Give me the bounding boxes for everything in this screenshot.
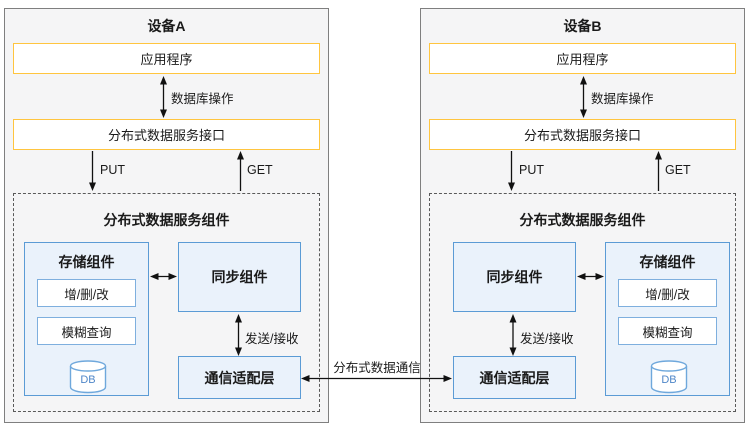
crud-box-a: 增/删/改 <box>37 279 136 307</box>
comm-adapter-box-a: 通信适配层 <box>178 356 301 399</box>
fuzzy-query-label-b: 模糊查询 <box>642 325 693 340</box>
send-receive-label-a: 发送/接收 <box>245 332 299 346</box>
comm-adapter-label-a: 通信适配层 <box>204 369 275 386</box>
data-service-component-title-a: 分布式数据服务组件 <box>103 212 230 228</box>
get-label-a: GET <box>247 163 273 177</box>
application-label-a: 应用程序 <box>140 52 193 67</box>
storage-component-title-a: 存储组件 <box>58 254 115 270</box>
db-cylinder-icon: DB <box>650 360 688 394</box>
crud-box-b: 增/删/改 <box>618 279 717 307</box>
fuzzy-query-box-b: 模糊查询 <box>618 317 717 345</box>
application-box-a: 应用程序 <box>13 43 320 74</box>
data-service-interface-label-b: 分布式数据服务接口 <box>523 128 641 143</box>
comm-adapter-box-b: 通信适配层 <box>453 356 576 399</box>
distributed-link-label: 分布式数据通信 <box>333 361 421 375</box>
data-service-component-box-a: 分布式数据服务组件 存储组件 增/删/改 模糊查询 DB 同步组件 <box>13 193 320 412</box>
put-label-a: PUT <box>100 163 125 177</box>
crud-label-b: 增/删/改 <box>645 287 690 302</box>
db-label-b: DB <box>661 374 676 386</box>
application-box-b: 应用程序 <box>429 43 736 74</box>
put-label-b: PUT <box>519 163 544 177</box>
device-b-title: 设备B <box>563 18 602 34</box>
data-service-interface-box-a: 分布式数据服务接口 <box>13 119 320 150</box>
send-receive-label-b: 发送/接收 <box>520 332 574 346</box>
device-a-panel: 设备A 应用程序 分布式数据服务接口 分布式数据服务组件 存储组件 增/删/改 … <box>4 8 329 423</box>
storage-component-title-b: 存储组件 <box>639 254 696 270</box>
data-service-interface-box-b: 分布式数据服务接口 <box>429 119 736 150</box>
db-label-a: DB <box>80 374 95 386</box>
data-service-component-title-b: 分布式数据服务组件 <box>519 212 646 228</box>
get-label-b: GET <box>665 163 691 177</box>
db-ops-label-a: 数据库操作 <box>171 92 234 106</box>
crud-label-a: 增/删/改 <box>64 287 109 302</box>
sync-component-label-a: 同步组件 <box>211 269 268 285</box>
sync-component-box-a: 同步组件 <box>178 242 301 312</box>
storage-component-box-a: 存储组件 增/删/改 模糊查询 DB <box>24 242 149 396</box>
fuzzy-query-box-a: 模糊查询 <box>37 317 136 345</box>
db-cylinder-icon: DB <box>69 360 107 394</box>
device-b-panel: 设备B 应用程序 分布式数据服务接口 分布式数据服务组件 存储组件 增/删/改 … <box>420 8 745 423</box>
fuzzy-query-label-a: 模糊查询 <box>61 325 112 340</box>
application-label-b: 应用程序 <box>556 52 609 67</box>
comm-adapter-label-b: 通信适配层 <box>479 369 550 386</box>
data-service-component-box-b: 分布式数据服务组件 存储组件 增/删/改 模糊查询 DB 同步组件 <box>429 193 736 412</box>
storage-component-box-b: 存储组件 增/删/改 模糊查询 DB <box>605 242 730 396</box>
sync-component-label-b: 同步组件 <box>486 269 543 285</box>
db-ops-label-b: 数据库操作 <box>591 92 654 106</box>
device-a-title: 设备A <box>147 18 186 34</box>
sync-component-box-b: 同步组件 <box>453 242 576 312</box>
data-service-interface-label-a: 分布式数据服务接口 <box>107 128 225 143</box>
